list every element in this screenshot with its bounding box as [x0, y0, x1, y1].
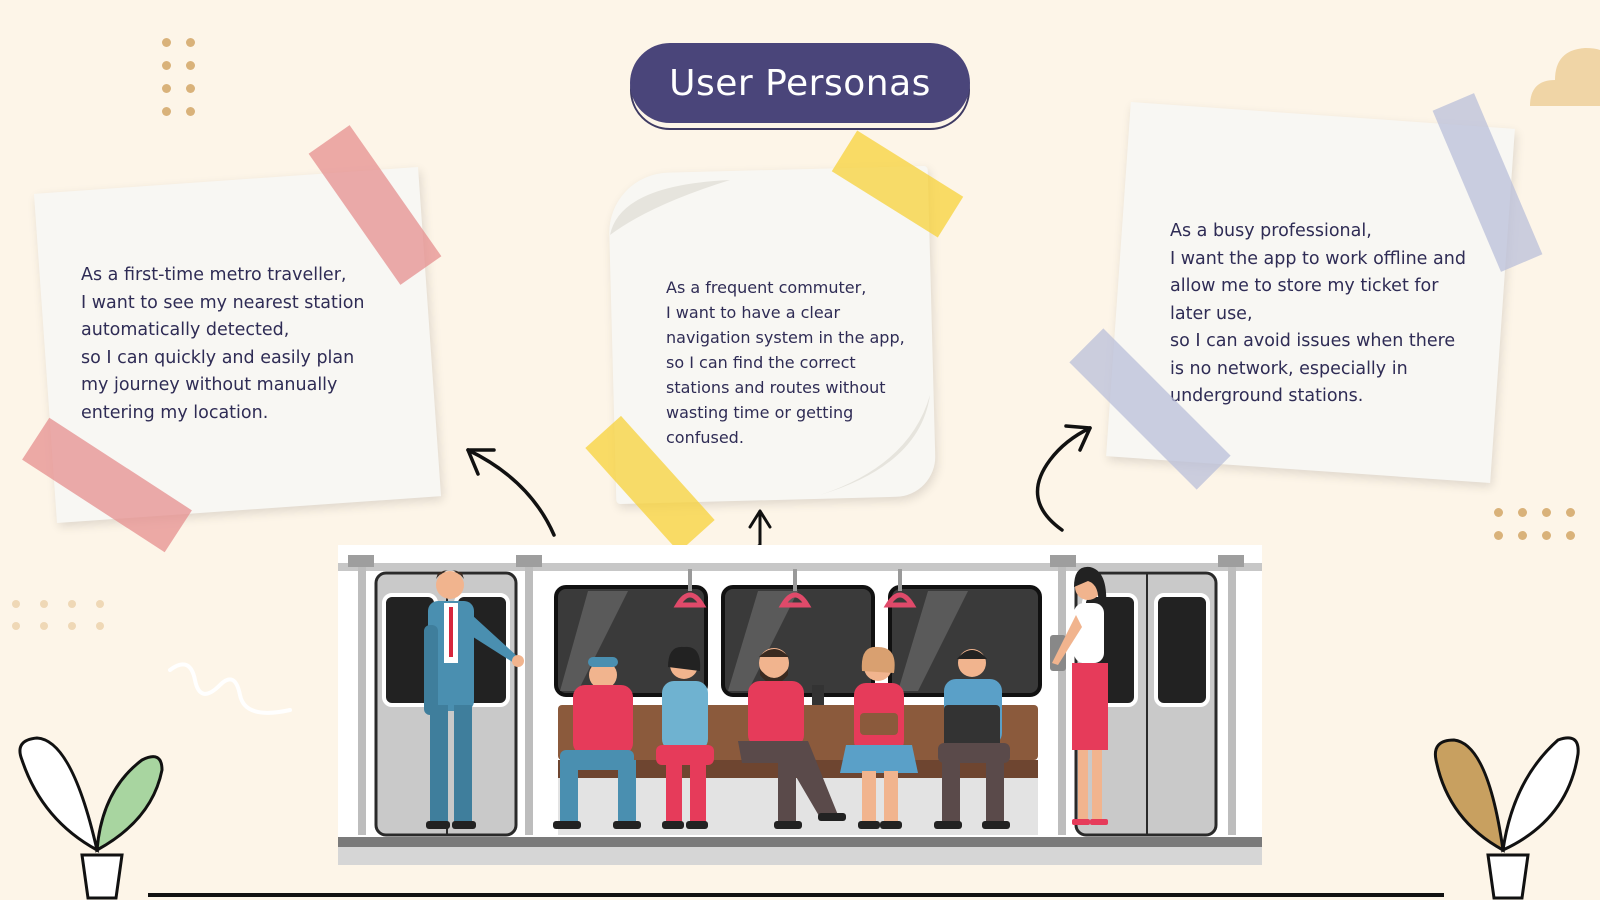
ground-line	[148, 893, 1444, 897]
dot-pattern-left	[12, 600, 104, 630]
persona-text-3: As a busy professional, I want the app t…	[1170, 221, 1466, 406]
arrow-left-icon	[466, 448, 556, 537]
cloud-icon	[1530, 48, 1600, 106]
persona-text-2: As a frequent commuter, I want to have a…	[666, 278, 905, 447]
plant-right-icon	[1433, 736, 1580, 900]
arrow-right-icon	[1035, 424, 1092, 532]
squiggle-decoration	[168, 662, 292, 715]
paper-curl-decoration	[610, 180, 930, 495]
persona-text-1: As a first-time metro traveller, I want …	[81, 265, 365, 423]
dot-pattern-top-left	[162, 38, 196, 116]
page-title: User Personas	[669, 62, 931, 104]
metro-train-illustration	[338, 545, 1262, 865]
dot-pattern-right	[1494, 508, 1576, 540]
plant-left-icon	[18, 736, 164, 900]
title-pill: User Personas	[630, 43, 970, 123]
